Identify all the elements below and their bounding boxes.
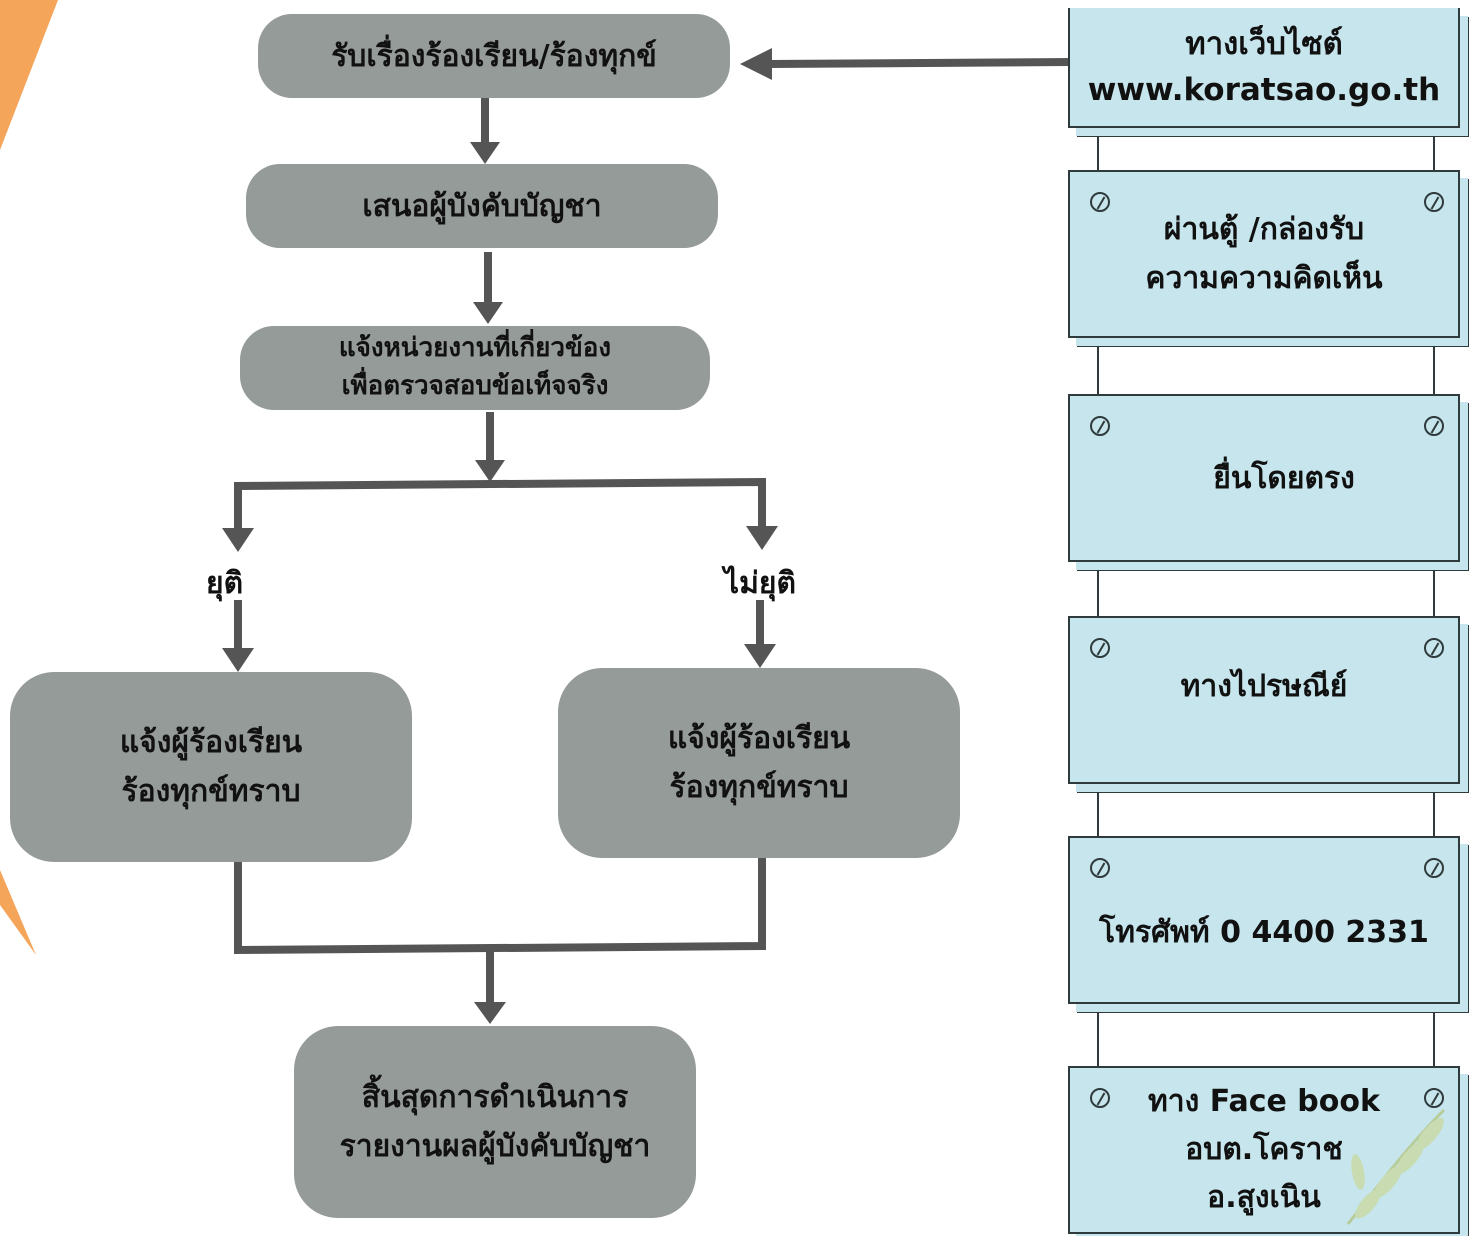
channel-comment-box: ผ่านตู้ /กล่องรับ ความความคิดเห็น (1068, 170, 1460, 338)
propose-supervisor-label: เสนอผู้บังคับบัญชา (362, 188, 602, 224)
receive-complaint-label: รับเรื่องร้องเรียน/ร้องทุกข์ (331, 38, 657, 74)
channel-in-person: ยื่นโดยตรง (1068, 394, 1460, 562)
finish-report-node: สิ้นสุดการดำเนินการ รายงานผลผู้บังคับบัญ… (294, 1026, 696, 1218)
inform-complainant-resolved-node: แจ้งผู้ร้องเรียน ร้องทุกข์ทราบ (10, 672, 412, 862)
channel-facebook-line-2: อบต.โคราช (1185, 1132, 1343, 1167)
channel-post: ทางไปรษณีย์ (1068, 616, 1460, 784)
channel-phone: โทรศัพท์ 0 4400 2331 (1068, 836, 1460, 1004)
finish-line-2: รายงานผลผู้บังคับบัญชา (339, 1129, 651, 1164)
pin-icon (1090, 416, 1110, 436)
channel-website: ทางเว็บไซต์ www.koratsao.go.th (1068, 8, 1460, 128)
inform-unresolved-line-1: แจ้งผู้ร้องเรียน (667, 720, 851, 756)
pin-icon (1424, 638, 1444, 658)
channel-facebook: ทาง Face book อบต.โคราช อ.สูงเนิน (1068, 1066, 1460, 1234)
channel-facebook-line-3: อ.สูงเนิน (1207, 1180, 1321, 1215)
propose-supervisor-node: เสนอผู้บังคับบัญชา (246, 164, 718, 248)
receive-complaint-node: รับเรื่องร้องเรียน/ร้องทุกข์ (258, 14, 730, 98)
channel-website-line-1: ทางเว็บไซต์ (1185, 25, 1343, 62)
channel-in-person-line-1: ยื่นโดยตรง (1213, 460, 1355, 496)
pin-icon (1090, 858, 1110, 878)
pin-icon (1424, 192, 1444, 212)
pin-icon (1424, 858, 1444, 878)
pin-icon (1090, 638, 1110, 658)
inform-resolved-line-1: แจ้งผู้ร้องเรียน (119, 724, 303, 760)
channel-comment-box-line-2: ความความคิดเห็น (1145, 261, 1383, 296)
inform-unresolved-line-2: ร้องทุกข์ทราบ (669, 770, 849, 805)
inform-resolved-line-2: ร้องทุกข์ทราบ (121, 774, 301, 809)
orange-swoosh (0, 0, 58, 955)
pin-icon (1090, 192, 1110, 212)
channel-post-line-1: ทางไปรษณีย์ (1180, 668, 1348, 704)
channel-facebook-line-1: ทาง Face book (1148, 1084, 1380, 1119)
finish-line-1: สิ้นสุดการดำเนินการ (361, 1079, 629, 1115)
pin-icon (1424, 1088, 1444, 1108)
branch-label-unresolved: ไม่ยุติ (724, 566, 796, 601)
branch-label-resolved: ยุติ (206, 566, 244, 601)
leaf-decoration (1346, 1108, 1446, 1225)
channel-website-line-2: www.koratsao.go.th (1087, 72, 1441, 108)
notify-agency-line-2: เพื่อตรวจสอบข้อเท็จจริง (341, 371, 609, 401)
notify-agency-node: แจ้งหน่วยงานที่เกี่ยวข้อง เพื่อตรวจสอบข้… (240, 326, 710, 410)
channel-comment-box-line-1: ผ่านตู้ /กล่องรับ (1163, 211, 1365, 247)
pin-icon (1424, 416, 1444, 436)
channel-phone-line-1: โทรศัพท์ 0 4400 2331 (1099, 914, 1429, 950)
notify-agency-line-1: แจ้งหน่วยงานที่เกี่ยวข้อง (338, 333, 612, 364)
inform-complainant-unresolved-node: แจ้งผู้ร้องเรียน ร้องทุกข์ทราบ (558, 668, 960, 858)
pin-icon (1090, 1088, 1110, 1108)
